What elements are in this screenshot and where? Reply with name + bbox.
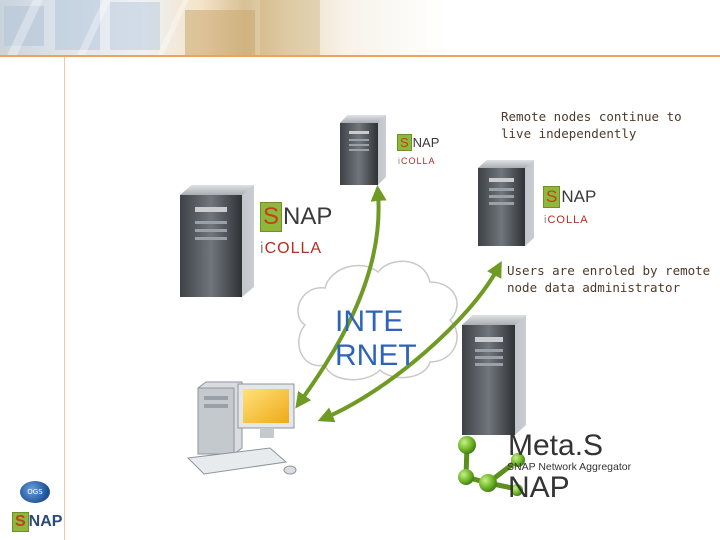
remote-server-left <box>180 185 254 297</box>
caption-remote-nodes: Remote nodes continue to live independen… <box>501 108 682 142</box>
network-node-ball <box>479 474 497 492</box>
icolla-logo-top: iCOLLA <box>398 156 436 166</box>
remote-server-top <box>340 115 386 185</box>
user-desktop-pc <box>188 382 296 474</box>
icolla-logo-right: iCOLLA <box>544 214 589 226</box>
metasnap-title-line1: Meta.S <box>508 430 603 462</box>
internet-label: INTE RNET <box>335 305 417 373</box>
caption-users-enroled: Users are enroled by remote node data ad… <box>507 262 710 296</box>
icolla-logo-left: iCOLLA <box>260 240 322 258</box>
network-node-ball <box>458 469 474 485</box>
metasnap-server <box>462 315 526 435</box>
network-node-ball <box>458 436 476 454</box>
remote-server-right <box>478 160 534 246</box>
ogs-globe-logo: OGS <box>20 481 50 503</box>
metasnap-title-line2: NAP <box>508 472 570 504</box>
